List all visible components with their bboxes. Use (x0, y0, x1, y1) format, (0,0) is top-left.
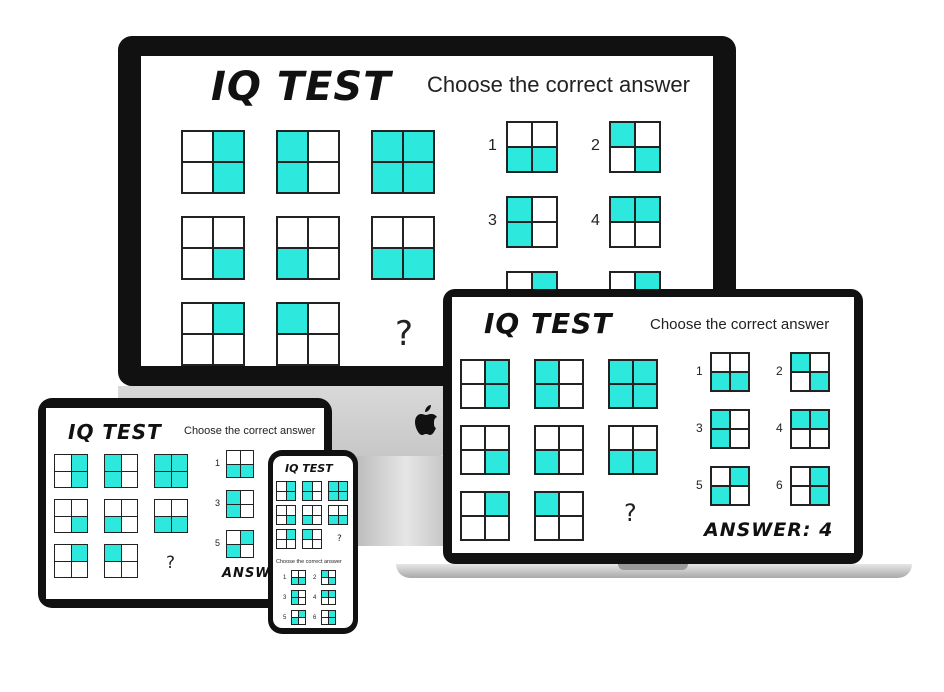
answer-option-grid (226, 490, 254, 518)
option-number: 3 (215, 498, 221, 509)
answer-option-grid (321, 610, 336, 625)
answer-option-grid (790, 409, 830, 449)
laptop-subtitle: Choose the correct answer (650, 316, 830, 333)
puzzle-cell-grid (104, 544, 138, 578)
answer-option-grid (790, 352, 830, 392)
puzzle-cell-grid (302, 505, 322, 525)
puzzle-cell-grid (328, 481, 348, 501)
puzzle-cell-grid (154, 454, 188, 488)
puzzle-cell-grid (371, 216, 435, 280)
laptop-notch (618, 564, 688, 570)
puzzle-cell-grid (608, 359, 658, 409)
desktop-subtitle: Choose the correct answer (427, 72, 690, 97)
puzzle-cell-grid (104, 499, 138, 533)
puzzle-cell-grid (534, 491, 584, 541)
answer-option-grid (710, 409, 750, 449)
puzzle-cell-grid (302, 481, 322, 501)
puzzle-cell-grid (534, 425, 584, 475)
answer-option-grid (609, 121, 661, 173)
puzzle-cell-grid (276, 481, 296, 501)
option-number: 3 (696, 421, 703, 435)
puzzle-cell-grid (276, 302, 340, 366)
apple-logo-icon (410, 404, 440, 444)
option-number: 3 (283, 594, 287, 601)
desktop-screen: IQ TEST Choose the correct answer ? 1 2 3 4 (141, 56, 713, 366)
puzzle-cell-grid (608, 425, 658, 475)
puzzle-cell-grid (302, 529, 322, 549)
laptop-question-mark: ? (624, 499, 637, 527)
puzzle-cell-grid (534, 359, 584, 409)
answer-option-grid (506, 196, 558, 248)
option-number: 2 (776, 364, 783, 378)
answer-option-grid (609, 196, 661, 248)
laptop-title: IQ TEST (484, 307, 613, 340)
option-number: 5 (283, 614, 287, 621)
puzzle-cell-grid (181, 302, 245, 366)
answer-option-grid (710, 352, 750, 392)
puzzle-cell-grid (371, 130, 435, 194)
option-number: 1 (215, 458, 221, 469)
puzzle-cell-grid (276, 216, 340, 280)
option-number: 2 (591, 136, 600, 154)
puzzle-cell-grid (276, 505, 296, 525)
tablet-answer: ANSWE (222, 566, 281, 581)
phone-screen: IQ TEST ? Choose the correct answer 1 2 3 4… (273, 456, 353, 628)
tablet-title: IQ TEST (68, 420, 162, 444)
answer-option-grid (710, 466, 750, 506)
puzzle-cell-grid (276, 529, 296, 549)
answer-option-grid (321, 590, 336, 605)
answer-option-grid (291, 570, 306, 585)
puzzle-cell-grid (54, 454, 88, 488)
answer-option-grid (321, 570, 336, 585)
puzzle-cell-grid (276, 130, 340, 194)
option-number: 1 (488, 136, 497, 154)
option-number: 1 (696, 364, 703, 378)
puzzle-cell-grid (54, 544, 88, 578)
phone-title: IQ TEST (285, 462, 333, 475)
answer-option-grid (291, 610, 306, 625)
puzzle-cell-grid (460, 491, 510, 541)
laptop-screen: IQ TEST Choose the correct answer ? 1 2 3 4… (452, 297, 854, 553)
option-number: 4 (591, 211, 600, 229)
option-number: 2 (313, 574, 317, 581)
desktop-title: IQ TEST (211, 64, 392, 110)
option-number: 3 (488, 211, 497, 229)
puzzle-cell-grid (181, 130, 245, 194)
option-number: 6 (313, 614, 317, 621)
answer-option-grid (291, 590, 306, 605)
option-number: 5 (696, 478, 703, 492)
answer-option-grid (226, 530, 254, 558)
puzzle-cell-grid (328, 505, 348, 525)
puzzle-cell-grid (460, 359, 510, 409)
desktop-stand (356, 456, 456, 546)
tablet-subtitle: Choose the correct answer (184, 425, 316, 437)
answer-option-grid (226, 450, 254, 478)
puzzle-cell-grid (460, 425, 510, 475)
laptop-answer: ANSWER: 4 (704, 519, 834, 541)
puzzle-cell-grid (181, 216, 245, 280)
phone-question-mark: ? (337, 534, 342, 544)
option-number: 5 (215, 538, 221, 549)
option-number: 1 (283, 574, 287, 581)
option-number: 4 (776, 421, 783, 435)
puzzle-cell-grid (154, 499, 188, 533)
desktop-question-mark: ? (395, 314, 414, 354)
puzzle-cell-grid (104, 454, 138, 488)
tablet-question-mark: ? (166, 553, 176, 573)
puzzle-cell-grid (54, 499, 88, 533)
phone-subtitle: Choose the correct answer (276, 559, 342, 565)
answer-option-grid (506, 121, 558, 173)
option-number: 6 (776, 478, 783, 492)
answer-option-grid (790, 466, 830, 506)
option-number: 4 (313, 594, 317, 601)
laptop-base (396, 564, 912, 578)
